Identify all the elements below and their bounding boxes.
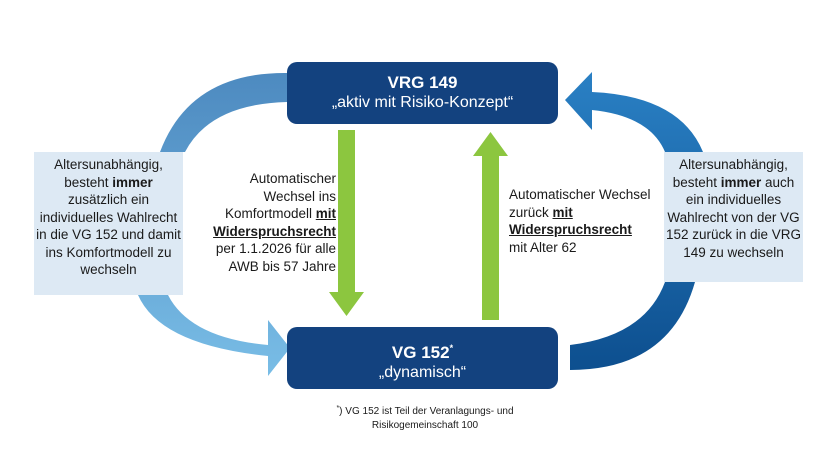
left-info-panel: Altersunabhängig, besteht immer zusätzli… [34, 152, 183, 295]
vg-152-subtitle: „dynamisch“ [378, 364, 467, 381]
up-label-post: mit Alter 62 [509, 239, 577, 255]
left-panel-immer: immer [112, 174, 153, 190]
right-cycle-arrow [565, 72, 703, 370]
down-arrow-label: Automatischer Wechsel ins Komfortmodell … [196, 170, 336, 275]
footnote-line2: Risikogemeinschaft 100 [371, 420, 479, 431]
left-panel-line2: besteht immer [34, 174, 183, 192]
right-panel-line2-pre: besteht [672, 174, 721, 190]
right-info-panel: Altersunabhängig, besteht immer auch ein… [664, 152, 803, 282]
left-panel-rest: zusätzlich ein individuelles Wahlrecht i… [36, 192, 181, 277]
down-arrow [329, 130, 364, 316]
footnote-mark: * [336, 405, 340, 412]
up-label-widerspruchsrecht: Widerspruchsrecht [509, 222, 632, 237]
down-label-widerspruchsrecht: Widerspruchsrecht [213, 223, 336, 239]
left-cycle-arrow [138, 72, 290, 376]
vg-152-box: VG 152* „dynamisch“ [287, 327, 558, 389]
vrg-149-title: VRG 149 [387, 73, 458, 92]
up-label-pre: Automatischer Wechsel zurück [509, 187, 651, 220]
vg-152-footnote-mark: * [449, 343, 454, 353]
right-panel-line2-post: auch [761, 174, 795, 190]
vrg-149-subtitle: „aktiv mit Risiko-Konzept“ [331, 94, 514, 111]
footnote-line1: *) VG 152 ist Teil der Veranlagungs- und [300, 402, 550, 419]
left-panel-line1: Altersunabhängig, [54, 157, 163, 172]
footnote: *) VG 152 ist Teil der Veranlagungs- und… [300, 402, 550, 433]
up-arrow [473, 132, 508, 320]
right-panel-immer: immer [720, 174, 762, 190]
down-label-mit: mit [315, 206, 336, 221]
left-panel-line2-pre: besteht [64, 174, 113, 190]
down-label-pre: Automatischer Wechsel ins Komfortmodell [224, 171, 336, 221]
right-panel-line2: besteht immer auch [664, 174, 803, 192]
vg-152-title-row: VG 152* [287, 338, 558, 363]
right-panel-rest: ein individuelles Wahlrecht von der VG 1… [665, 192, 802, 260]
right-panel-line1: Altersunabhängig, [679, 157, 788, 172]
up-label-mit: mit [552, 204, 573, 220]
down-label-post: per 1.1.2026 für alle AWB bis 57 Jahre [215, 241, 336, 274]
footnote-text1: ) VG 152 ist Teil der Veranlagungs- und [339, 406, 514, 417]
vg-152-title: VG 152 [391, 343, 450, 362]
vrg-149-box: VRG 149 „aktiv mit Risiko-Konzept“ [287, 62, 558, 124]
